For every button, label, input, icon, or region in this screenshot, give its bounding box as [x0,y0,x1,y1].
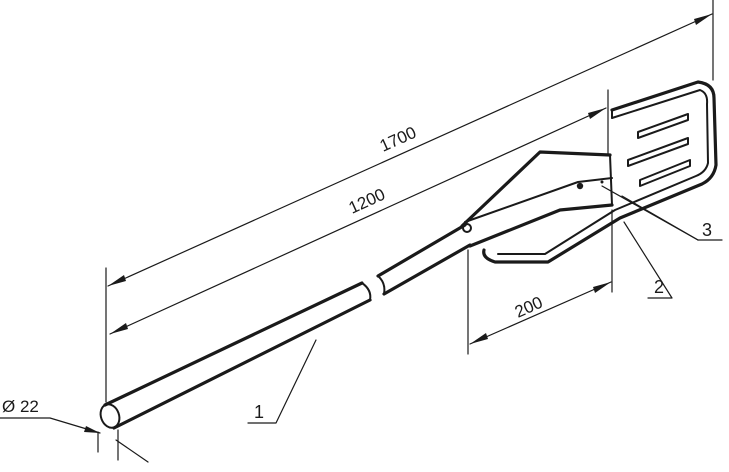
part-label-1: 1 [254,402,264,422]
blade-slot-3 [639,159,691,187]
oar-shaft [99,223,472,430]
dimension-200: 200 [467,209,613,355]
dimension-diameter: Ø 22 [0,397,149,463]
leader-part-2: 2 [623,221,673,299]
blade-slot-2 [627,137,689,167]
part-label-2: 2 [654,277,664,297]
dimension-label-diameter: Ø 22 [2,397,39,416]
rivet-hole-small [600,180,604,184]
leader-part-3: 3 [601,185,723,241]
rivet-hole [576,182,584,190]
dimension-label-1200: 1200 [346,185,388,218]
leader-part-1: 1 [247,339,317,424]
dimension-1700: 1700 [105,0,714,403]
blade-holder [460,150,614,248]
dimension-label-200: 200 [512,293,546,322]
blade-slot-1 [637,113,689,139]
part-label-3: 3 [702,220,712,240]
oar-blade [482,80,718,264]
dimension-label-1700: 1700 [377,123,419,156]
